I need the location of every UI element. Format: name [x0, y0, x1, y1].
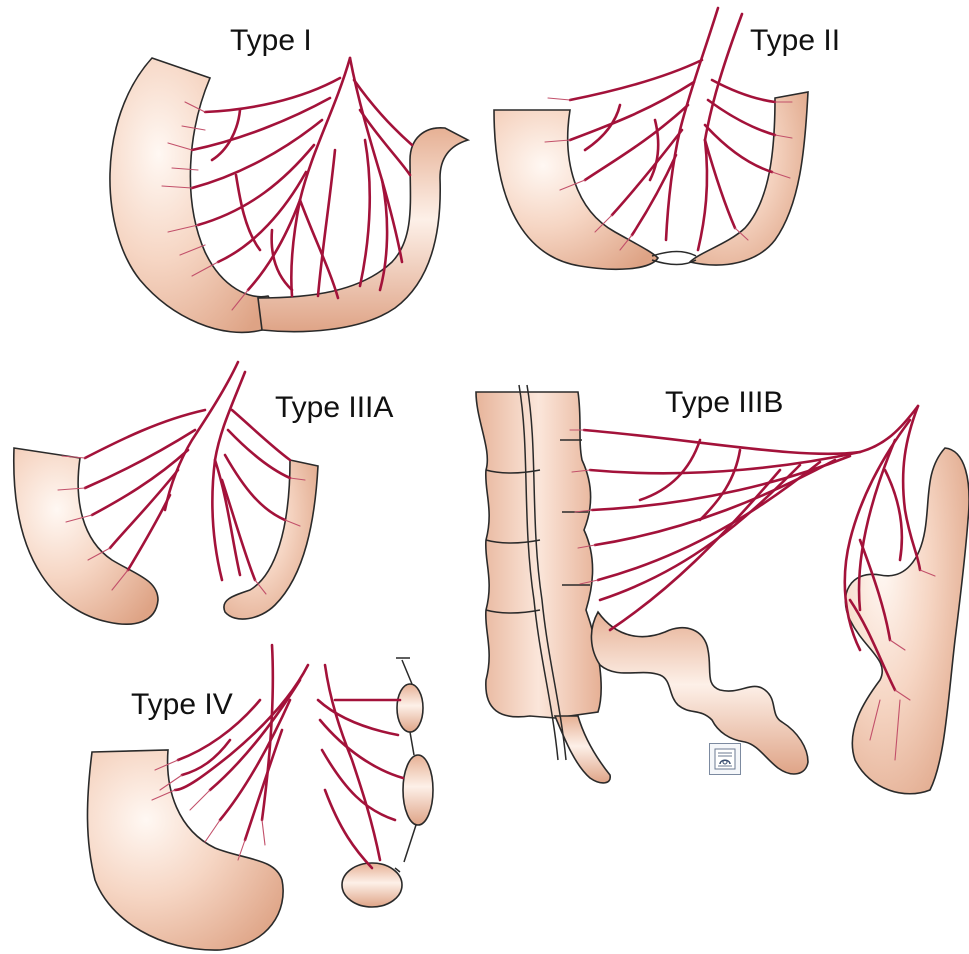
type-3a-mesenteric-vessels [85, 362, 290, 580]
type-1-mesenteric-vessels [192, 58, 412, 298]
type-4-label: Type IV [131, 688, 233, 721]
type-2-mesenteric-vessels [570, 8, 775, 250]
type-3b-colon [476, 392, 601, 718]
type-3a-label: Type IIIA [275, 391, 393, 424]
panel-type-3b: Type IIIB [476, 385, 969, 794]
type-1-label: Type I [230, 24, 312, 57]
type-3b-label: Type IIIB [665, 386, 783, 419]
panel-type-2: Type II [494, 8, 840, 269]
type-3a-proximal-blind-end [14, 448, 158, 624]
panel-type-3a: Type IIIA [14, 362, 394, 624]
panel-type-1: Type I [110, 24, 468, 332]
type-2-label: Type II [750, 24, 840, 57]
type-3b-appendix [555, 716, 610, 783]
panel-type-4: Type IV [87, 645, 433, 950]
type-3a-distal-blind-end [224, 460, 318, 619]
type-1-distal-bowel [258, 128, 468, 332]
type-4-proximal-bowel [87, 750, 283, 950]
type-3b-apple-peel-bowel [591, 612, 808, 774]
document-camera-icon-glyph [710, 744, 740, 774]
document-camera-icon[interactable] [709, 743, 741, 775]
type-4-mesenteric-vessels [175, 645, 403, 868]
